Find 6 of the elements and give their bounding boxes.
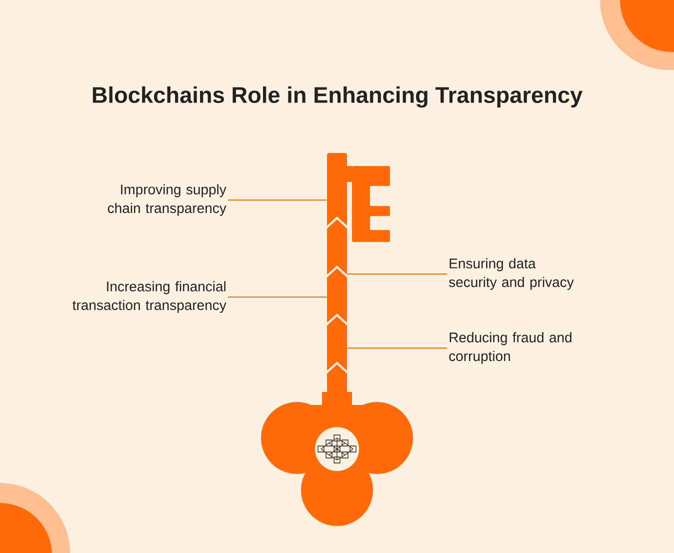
leader-line	[228, 296, 328, 298]
item-text: Increasing financial transaction transparency	[72, 281, 226, 313]
item-text: Ensuring data security and privacy	[449, 258, 574, 290]
title: Blockchains Role in Enhancing Transparency	[92, 86, 583, 108]
item-text: Improving supply chain transparency	[108, 184, 226, 216]
item-text: Reducing fraud and corruption	[449, 332, 572, 364]
